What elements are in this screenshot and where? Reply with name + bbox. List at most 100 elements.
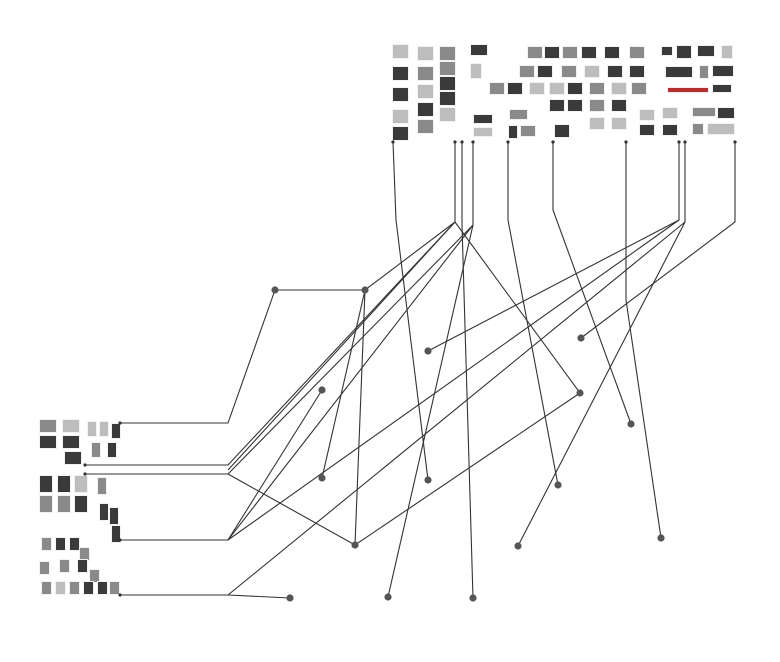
thumbnail-image[interactable] xyxy=(64,451,82,465)
thumbnail-image[interactable] xyxy=(107,442,117,458)
connector-node[interactable] xyxy=(424,476,432,484)
connector-node[interactable] xyxy=(424,347,432,355)
thumbnail-image[interactable] xyxy=(59,559,70,573)
thumbnail-image[interactable] xyxy=(604,46,620,59)
thumbnail-image[interactable] xyxy=(55,537,66,551)
thumbnail-image[interactable] xyxy=(57,475,71,493)
thumbnail-image[interactable] xyxy=(417,84,434,99)
connector-node[interactable] xyxy=(627,420,635,428)
thumbnail-image[interactable] xyxy=(489,82,505,95)
thumbnail-image[interactable] xyxy=(509,109,528,120)
connector-node[interactable] xyxy=(318,386,326,394)
thumbnail-image[interactable] xyxy=(639,109,655,121)
thumbnail-image[interactable] xyxy=(39,475,53,493)
thumbnail-image[interactable] xyxy=(62,419,80,433)
thumbnail-image[interactable] xyxy=(417,119,434,134)
thumbnail-image[interactable] xyxy=(39,435,57,449)
thumbnail-image[interactable] xyxy=(392,126,409,141)
thumbnail-image[interactable] xyxy=(473,114,493,124)
thumbnail-image[interactable] xyxy=(717,107,735,119)
thumbnail-image[interactable] xyxy=(39,495,53,513)
thumbnail-image[interactable] xyxy=(561,65,577,78)
thumbnail-image[interactable] xyxy=(109,581,120,595)
thumbnail-image[interactable] xyxy=(611,99,627,112)
thumbnail-image[interactable] xyxy=(549,82,565,95)
thumbnail-image[interactable] xyxy=(392,44,409,59)
thumbnail-image[interactable] xyxy=(662,107,678,119)
thumbnail-image[interactable] xyxy=(439,91,456,106)
thumbnail-image[interactable] xyxy=(87,421,97,437)
thumbnail-image[interactable] xyxy=(611,117,627,130)
thumbnail-image[interactable] xyxy=(581,46,597,59)
thumbnail-image[interactable] xyxy=(69,537,80,551)
thumbnail-image[interactable] xyxy=(62,435,80,449)
thumbnail-image[interactable] xyxy=(712,65,734,77)
thumbnail-image[interactable] xyxy=(667,87,709,93)
thumbnail-image[interactable] xyxy=(392,66,409,81)
thumbnail-image[interactable] xyxy=(692,107,716,117)
thumbnail-image[interactable] xyxy=(74,495,88,513)
thumbnail-image[interactable] xyxy=(562,46,578,59)
thumbnail-image[interactable] xyxy=(639,124,655,136)
thumbnail-image[interactable] xyxy=(508,125,518,139)
thumbnail-image[interactable] xyxy=(417,102,434,117)
thumbnail-image[interactable] xyxy=(439,107,456,122)
thumbnail-image[interactable] xyxy=(417,46,434,61)
thumbnail-image[interactable] xyxy=(697,45,715,57)
thumbnail-image[interactable] xyxy=(527,46,543,59)
thumbnail-image[interactable] xyxy=(89,569,100,583)
thumbnail-image[interactable] xyxy=(55,581,66,595)
thumbnail-image[interactable] xyxy=(537,65,553,78)
thumbnail-image[interactable] xyxy=(631,82,647,95)
thumbnail-image[interactable] xyxy=(721,45,733,59)
thumbnail-image[interactable] xyxy=(629,65,645,78)
connector-node[interactable] xyxy=(657,534,665,542)
thumbnail-image[interactable] xyxy=(109,507,119,525)
thumbnail-image[interactable] xyxy=(567,82,583,95)
thumbnail-image[interactable] xyxy=(97,477,107,495)
thumbnail-image[interactable] xyxy=(74,475,88,493)
thumbnail-image[interactable] xyxy=(567,99,583,112)
thumbnail-image[interactable] xyxy=(99,421,109,437)
connector-node[interactable] xyxy=(351,541,359,549)
thumbnail-image[interactable] xyxy=(589,82,605,95)
thumbnail-image[interactable] xyxy=(417,66,434,81)
connector-node[interactable] xyxy=(577,334,585,342)
thumbnail-image[interactable] xyxy=(589,99,605,112)
thumbnail-image[interactable] xyxy=(544,46,560,59)
thumbnail-image[interactable] xyxy=(607,65,623,78)
thumbnail-image[interactable] xyxy=(97,581,108,595)
thumbnail-image[interactable] xyxy=(584,65,600,78)
thumbnail-image[interactable] xyxy=(554,124,570,138)
thumbnail-image[interactable] xyxy=(665,66,693,78)
thumbnail-image[interactable] xyxy=(99,503,109,521)
thumbnail-image[interactable] xyxy=(699,65,709,79)
thumbnail-image[interactable] xyxy=(41,581,52,595)
connector-node[interactable] xyxy=(318,474,326,482)
thumbnail-image[interactable] xyxy=(473,127,493,137)
connector-node[interactable] xyxy=(469,594,477,602)
thumbnail-image[interactable] xyxy=(83,581,94,595)
thumbnail-image[interactable] xyxy=(79,547,90,561)
thumbnail-image[interactable] xyxy=(661,46,673,56)
thumbnail-image[interactable] xyxy=(676,45,692,59)
thumbnail-image[interactable] xyxy=(589,117,605,130)
thumbnail-image[interactable] xyxy=(39,561,50,575)
thumbnail-image[interactable] xyxy=(611,82,627,95)
thumbnail-image[interactable] xyxy=(69,581,80,595)
thumbnail-image[interactable] xyxy=(712,84,732,93)
thumbnail-image[interactable] xyxy=(470,44,488,56)
connector-node[interactable] xyxy=(271,286,279,294)
thumbnail-image[interactable] xyxy=(519,65,535,78)
thumbnail-image[interactable] xyxy=(439,61,456,76)
connector-node[interactable] xyxy=(361,286,369,294)
thumbnail-image[interactable] xyxy=(111,423,121,439)
thumbnail-image[interactable] xyxy=(507,82,523,95)
thumbnail-image[interactable] xyxy=(629,46,645,59)
connector-node[interactable] xyxy=(576,389,584,397)
thumbnail-image[interactable] xyxy=(111,525,121,543)
thumbnail-image[interactable] xyxy=(520,125,536,137)
connector-node[interactable] xyxy=(554,481,562,489)
thumbnail-image[interactable] xyxy=(529,82,545,95)
thumbnail-image[interactable] xyxy=(549,99,565,112)
